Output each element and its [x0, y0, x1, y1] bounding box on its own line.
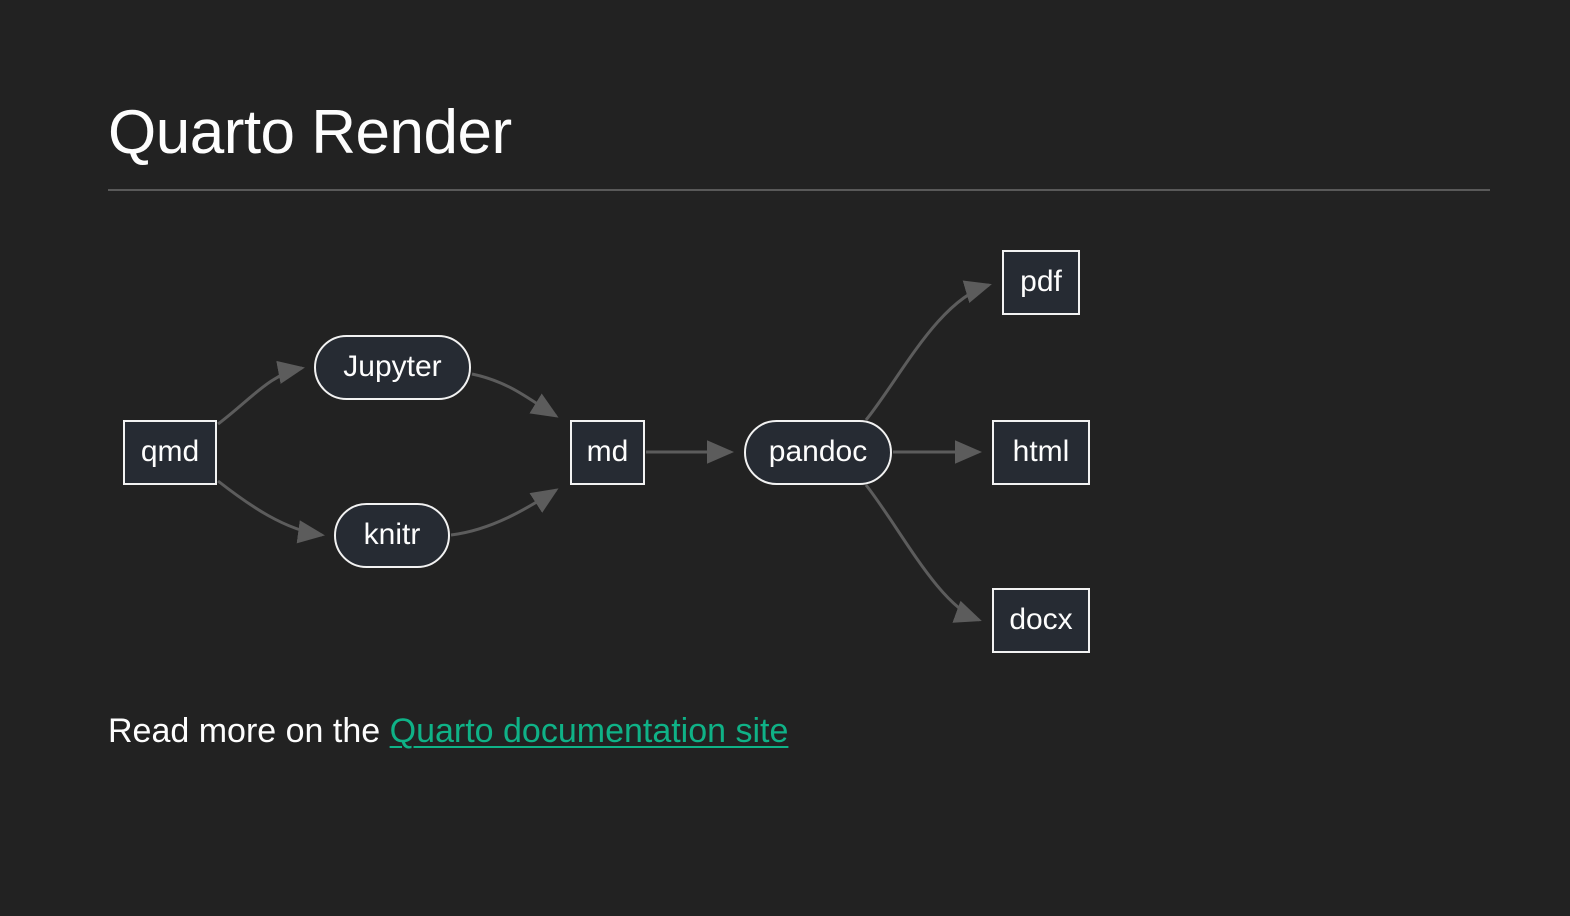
title-divider: [108, 189, 1490, 192]
edge-pandoc-docx: [864, 484, 982, 623]
edge-pandoc-pdf: [864, 280, 992, 421]
node-pdf-label: pdf: [1020, 264, 1062, 298]
read-more-text: Read more on the Quarto documentation si…: [108, 710, 788, 753]
page-title: Quarto Render: [108, 98, 512, 167]
node-jupyter-label: Jupyter: [343, 349, 442, 383]
node-knitr[interactable]: knitr: [334, 503, 450, 568]
node-docx-label: docx: [1009, 602, 1073, 636]
read-more-lead: Read more on the: [108, 712, 390, 750]
title-block: Quarto Render: [108, 98, 1490, 192]
node-knitr-label: knitr: [363, 517, 421, 551]
node-pandoc-label: pandoc: [768, 434, 868, 468]
node-html[interactable]: html: [992, 420, 1090, 485]
node-docx[interactable]: docx: [992, 588, 1090, 653]
node-md[interactable]: md: [570, 420, 645, 485]
edge-qmd-knitr: [217, 479, 325, 544]
edge-qmd-jupyter: [217, 360, 305, 426]
quarto-documentation-link[interactable]: Quarto documentation site: [389, 712, 789, 750]
node-html-label: html: [1012, 434, 1070, 468]
node-pdf[interactable]: pdf: [1002, 250, 1080, 315]
edge-knitr-md: [450, 488, 559, 537]
node-qmd[interactable]: qmd: [123, 420, 217, 485]
node-md-label: md: [586, 434, 629, 468]
node-qmd-label: qmd: [140, 434, 200, 468]
node-pandoc[interactable]: pandoc: [744, 420, 892, 485]
node-jupyter[interactable]: Jupyter: [314, 335, 471, 400]
edge-jupyter-md: [471, 372, 559, 418]
